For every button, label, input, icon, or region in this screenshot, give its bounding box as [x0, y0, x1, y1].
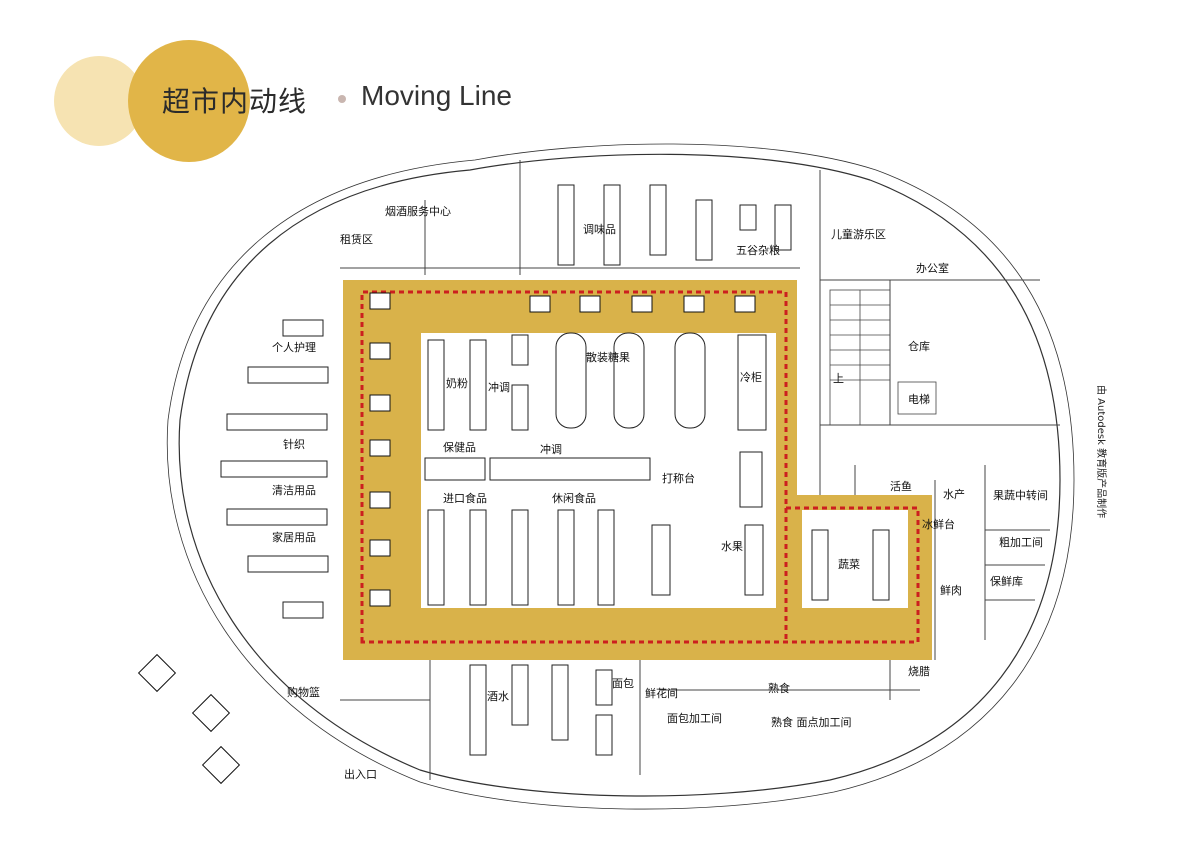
stairs	[829, 289, 937, 426]
label-grains: 五谷杂粮	[736, 243, 780, 257]
label-imported: 进口食品	[443, 491, 487, 505]
label-bread-processing: 面包加工间	[667, 712, 722, 725]
display-units-top	[529, 295, 756, 313]
label-rough-processing: 粗加工间	[999, 536, 1043, 549]
label-checkout: 购物篮	[287, 685, 320, 699]
interior-walls	[340, 160, 1060, 780]
shelving-central	[424, 332, 890, 606]
label-roast: 烧腊	[908, 665, 930, 678]
label-health: 保健品	[443, 440, 476, 454]
label-stairs-up: 上	[833, 372, 844, 385]
label-rental: 租赁区	[340, 232, 373, 246]
label-cold-storage: 保鲜库	[990, 574, 1023, 588]
label-aquatic: 水产	[943, 487, 965, 501]
outdoor-tables	[137, 653, 241, 785]
page-title-cn: 超市内动线	[162, 85, 308, 118]
label-flower: 鲜花间	[645, 686, 678, 700]
label-knitting: 针织	[283, 437, 305, 451]
label-bulk-candy: 散装糖果	[586, 350, 630, 364]
page-title-en: Moving Line	[361, 80, 512, 111]
area-labels: 烟酒服务中心 租赁区 调味品 五谷杂粮 儿童游乐区 办公室 仓库 电梯 上 个人…	[272, 204, 1048, 781]
label-liquor: 酒水	[487, 690, 509, 703]
label-produce-transfer: 果蔬中转间	[993, 488, 1048, 502]
label-drink-mix-2: 冲调	[540, 442, 562, 456]
label-seasoning: 调味品	[583, 223, 616, 236]
label-cooked: 熟食	[768, 681, 790, 695]
label-fruit: 水果	[721, 540, 743, 553]
label-warehouse: 仓库	[908, 339, 930, 353]
building-shell	[166, 143, 1075, 810]
label-live-fish: 活鱼	[890, 479, 912, 493]
label-ice-counter: 冰鲜台	[922, 517, 955, 531]
label-tobacco-service: 烟酒服务中心	[385, 204, 451, 218]
label-entrance: 出入口	[344, 767, 377, 781]
label-elevator: 电梯	[908, 393, 930, 406]
title-separator-dot	[338, 95, 346, 103]
label-home-goods: 家居用品	[272, 530, 316, 544]
label-snacks: 休闲食品	[552, 491, 596, 505]
label-milk-powder: 奶粉	[446, 376, 468, 390]
decor-circle-dark	[128, 40, 250, 162]
autodesk-credit: 由 Autodesk 教育版产品制作	[1095, 385, 1108, 518]
label-fresh-meat: 鲜肉	[940, 583, 962, 597]
label-drink-mix-1: 冲调	[488, 380, 510, 394]
label-vegetables: 蔬菜	[838, 558, 860, 571]
display-units-left	[369, 292, 391, 607]
label-bread: 面包	[612, 677, 634, 690]
label-cold-cabinet: 冷柜	[740, 371, 762, 384]
header: 超市内动线 Moving Line	[0, 0, 1200, 170]
label-personal-care: 个人护理	[272, 340, 316, 354]
shelving-outer	[220, 184, 792, 756]
label-office: 办公室	[916, 261, 949, 275]
label-cleaning: 清洁用品	[272, 484, 316, 497]
label-cooked-pastry: 熟食 面点加工间	[771, 715, 852, 729]
label-kids-play: 儿童游乐区	[831, 227, 886, 241]
label-weigh-station: 打称台	[662, 471, 695, 485]
